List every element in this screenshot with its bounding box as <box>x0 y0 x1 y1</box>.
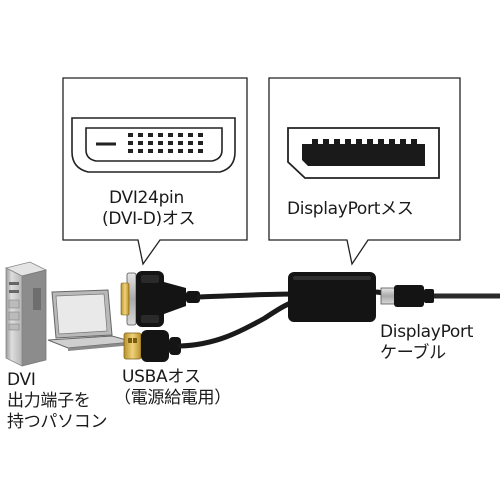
dvi-pin <box>188 133 193 137</box>
usb-label-line1: USBAオス <box>122 367 201 387</box>
displayport-plug-icon <box>380 285 434 307</box>
displayport-pin <box>367 139 373 147</box>
pc-label-line1: DVI <box>7 370 36 390</box>
usb-label-line2: （電源給電用） <box>114 388 231 408</box>
laptop-icon <box>47 289 135 351</box>
pc-label-line2: 出力端子を <box>7 391 91 411</box>
usb-plug-icon <box>123 330 181 362</box>
dvi-pin <box>198 141 203 145</box>
dvi-pin <box>138 149 143 153</box>
dvi-port-pins <box>128 133 203 153</box>
dvi-pin <box>148 149 153 153</box>
dvi-pin <box>188 141 193 145</box>
displayport-pin <box>411 139 417 147</box>
displayport-pin <box>345 139 351 147</box>
displayport-pin <box>334 139 340 147</box>
displayport-pin <box>389 139 395 147</box>
dvi-pin <box>128 141 133 145</box>
dvi-pin <box>138 141 143 145</box>
displayport-callout-label: DisplayPortメス <box>287 199 414 219</box>
dvi-pin <box>198 133 203 137</box>
dvi-port-icon <box>71 117 236 173</box>
dvi-pin <box>178 133 183 137</box>
dvi-pin <box>178 141 183 145</box>
adapter-box-icon <box>288 272 376 322</box>
dvi-pin <box>128 149 133 153</box>
displayport-pin <box>312 139 318 147</box>
displayport-pin <box>323 139 329 147</box>
dvi-pin <box>168 149 173 153</box>
dvi-callout-label-line1: DVI24pin <box>109 188 184 208</box>
dvi-pin <box>178 149 183 153</box>
dvi-pin <box>158 133 163 137</box>
displayport-pin <box>400 139 406 147</box>
displayport-port-icon <box>287 127 440 179</box>
dp-cable-label-line2: ケーブル <box>380 343 446 363</box>
dvi-pin <box>148 133 153 137</box>
dvi-pin <box>158 149 163 153</box>
dvi-pin <box>138 133 143 137</box>
dvi-plug-icon <box>120 271 200 327</box>
dvi-pin <box>188 149 193 153</box>
dvi-pin <box>158 141 163 145</box>
displayport-callout <box>268 77 461 266</box>
dvi-callout <box>62 77 248 266</box>
usb-cable <box>177 297 303 349</box>
displayport-pin <box>378 139 384 147</box>
displayport-pin <box>356 139 362 147</box>
pc-label-line3: 持つパソコン <box>7 412 108 432</box>
dp-cable-label-line1: DisplayPort <box>380 322 474 342</box>
displayport-port-pins <box>312 139 417 147</box>
dvi-pin <box>168 141 173 145</box>
dvi-pin <box>148 141 153 145</box>
dvi-pin <box>198 149 203 153</box>
dvi-callout-label-line2: (DVI-D)オス <box>102 209 196 229</box>
dvi-pin <box>128 133 133 137</box>
dvi-cable <box>196 291 303 300</box>
dvi-pin <box>168 133 173 137</box>
pc-tower-icon <box>4 261 48 367</box>
